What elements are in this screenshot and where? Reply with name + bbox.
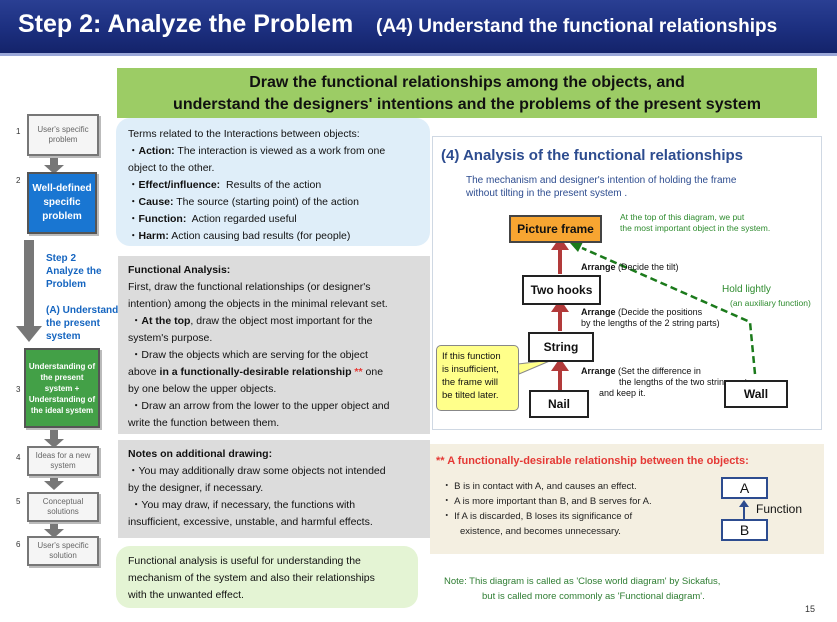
desirable-title: ** A functionally-desirable relationship…: [436, 455, 749, 467]
arrange-difference-label: Arrange (Set the difference in the lengt…: [581, 366, 755, 398]
callout-pointer: [517, 359, 553, 375]
node-picture-frame: Picture frame: [509, 215, 602, 243]
desirable-b1: ・ B is in contact with A, and causes an …: [442, 481, 637, 492]
node-nail: Nail: [529, 390, 589, 418]
arrow-nail-to-string-head: [551, 358, 569, 371]
node-wall: Wall: [724, 380, 788, 408]
dashed-arrow-head: [570, 240, 584, 252]
insufficient-callout: If this function is insufficient, the fr…: [436, 345, 519, 411]
dashed-wall-to-frame: [581, 246, 757, 375]
desirable-bullets: ・ B is in contact with A, and causes an …: [442, 479, 652, 539]
term-cause: ・Cause: The source (starting point) of t…: [128, 196, 359, 208]
notes-l3: ・You may draw, if necessary, the functio…: [128, 499, 356, 511]
desirable-b2: ・ A is more important than B, and B serv…: [442, 496, 652, 507]
flow-arrow-4-head: [44, 481, 64, 490]
node-two-hooks: Two hooks: [522, 275, 601, 305]
terms-panel: Terms related to the Interactions betwee…: [116, 118, 430, 246]
desirable-b3: ・ If A is discarded, B loses its signifi…: [442, 511, 633, 522]
flow-step-num-5: 5: [16, 497, 21, 506]
fa-p4a: ・Draw an arrow from the lower to the upp…: [128, 400, 390, 412]
flow-step-num-4: 4: [16, 453, 21, 462]
desirable-b4: existence, and becomes unnecessary.: [460, 526, 621, 537]
notes-title: Notes on additional drawing:: [128, 448, 273, 460]
term-function: ・Function: Action regarded useful: [128, 213, 297, 225]
term-action: ・Action: The interaction is viewed as a …: [128, 145, 386, 157]
banner-line-2: understand the designers' intentions and…: [173, 96, 761, 113]
flow-step-num-1: 1: [16, 127, 21, 136]
notes-l1: ・You may additionally draw some objects …: [128, 465, 386, 477]
relation-arrow: [739, 500, 749, 519]
flow-arrow-3-head: [44, 439, 64, 448]
page-subtitle: (A4) Understand the functional relations…: [376, 16, 778, 37]
step2-label: Step 2 Analyze the Problem: [46, 253, 102, 290]
aux-function-label: (an auxiliary function): [730, 298, 811, 308]
notes-drawing-panel: Notes on additional drawing: ・You may ad…: [118, 440, 430, 538]
flow-arrow-5-shaft: [50, 522, 58, 530]
page-title: Step 2: Analyze the Problem: [18, 10, 354, 38]
fa-p2b: system's purpose.: [128, 332, 213, 344]
flow-step-3: Understanding of the present system + Un…: [24, 348, 100, 428]
fa-p2a: ・At the top, draw the object most import…: [128, 315, 373, 327]
arrow-string-to-hooks-head: [551, 299, 569, 312]
flow-arrows: [16, 156, 64, 538]
flow-step-2: Well-defined specific problem: [27, 172, 97, 234]
arrange-positions-label: Arrange (Decide the positions by the len…: [581, 307, 720, 328]
flow-step-1: User's specific problem: [27, 114, 99, 156]
banner-line-1: Draw the functional relationships among …: [249, 74, 685, 91]
flow-step-4: Ideas for a new system: [27, 446, 99, 476]
header-bar: [0, 0, 837, 56]
analysis-description: The mechanism and designer's intention o…: [466, 175, 737, 199]
fa-p3c: by one below the upper objects.: [128, 383, 277, 395]
flow-arrow-2-head: [16, 326, 42, 342]
term-effect: ・Effect/influence: Results of the action: [128, 179, 322, 191]
notes-l2: by the designer, if necessary.: [128, 482, 264, 494]
a4-label: (A) Understand the present system: [46, 305, 119, 342]
arrow-hooks-to-frame-head: [551, 237, 569, 250]
function-label: Function: [756, 502, 803, 516]
functional-analysis-panel: Functional Analysis: First, draw the fun…: [118, 256, 430, 434]
term-action-cont: object to the other.: [128, 162, 215, 174]
fa-p3b: above in a functionally-desirable relati…: [128, 366, 384, 378]
footnote: Note: This diagram is called as 'Close w…: [444, 576, 721, 602]
flow-step-num-3: 3: [16, 385, 21, 394]
flow-arrow-2-shaft: [24, 240, 34, 328]
arrange-tilt-label: Arrange (Decide the tilt): [581, 262, 679, 272]
top-note: At the top of this diagram, we put the m…: [620, 212, 771, 233]
node-string: String: [528, 332, 594, 362]
flow-step-num-6: 6: [16, 540, 21, 549]
flow-arrow-1-shaft: [50, 156, 58, 166]
flow-arrow-5-head: [44, 529, 64, 538]
fa-p4b: write the function between them.: [128, 417, 280, 429]
flow-arrow-4-shaft: [50, 472, 58, 482]
fa-p3a: ・Draw the objects which are serving for …: [128, 349, 368, 361]
summary-l2: mechanism of the system and also their r…: [128, 572, 375, 584]
terms-intro: Terms related to the Interactions betwee…: [128, 128, 360, 140]
notes-l4: insufficient, excessive, unstable, and h…: [128, 516, 373, 528]
flow-step-num-2: 2: [16, 176, 21, 185]
term-harm: ・Harm: Action causing bad results (for p…: [128, 230, 351, 242]
summary-panel: Functional analysis is useful for unders…: [116, 546, 418, 608]
relation-box-b: B: [721, 519, 768, 541]
summary-l3: with the unwanted effect.: [128, 589, 244, 601]
flow-step-5: Conceptual solutions: [27, 492, 99, 522]
flow-step-6: User's specific solution: [27, 536, 99, 566]
summary-l1: Functional analysis is useful for unders…: [128, 555, 361, 567]
fa-p1a: First, draw the functional relationships…: [128, 281, 371, 293]
instruction-banner: Draw the functional relationships among …: [117, 68, 817, 118]
hold-lightly-label: Hold lightly: [722, 284, 771, 295]
fa-p1b: intention) among the objects in the mini…: [128, 298, 388, 310]
analysis-title: (4) Analysis of the functional relations…: [441, 147, 743, 164]
flow-arrow-3-shaft: [50, 428, 58, 440]
fa-title: Functional Analysis:: [128, 264, 231, 276]
flow-arrow-1-head: [44, 165, 64, 174]
page-number: 15: [805, 604, 816, 614]
relation-box-a: A: [721, 477, 768, 499]
